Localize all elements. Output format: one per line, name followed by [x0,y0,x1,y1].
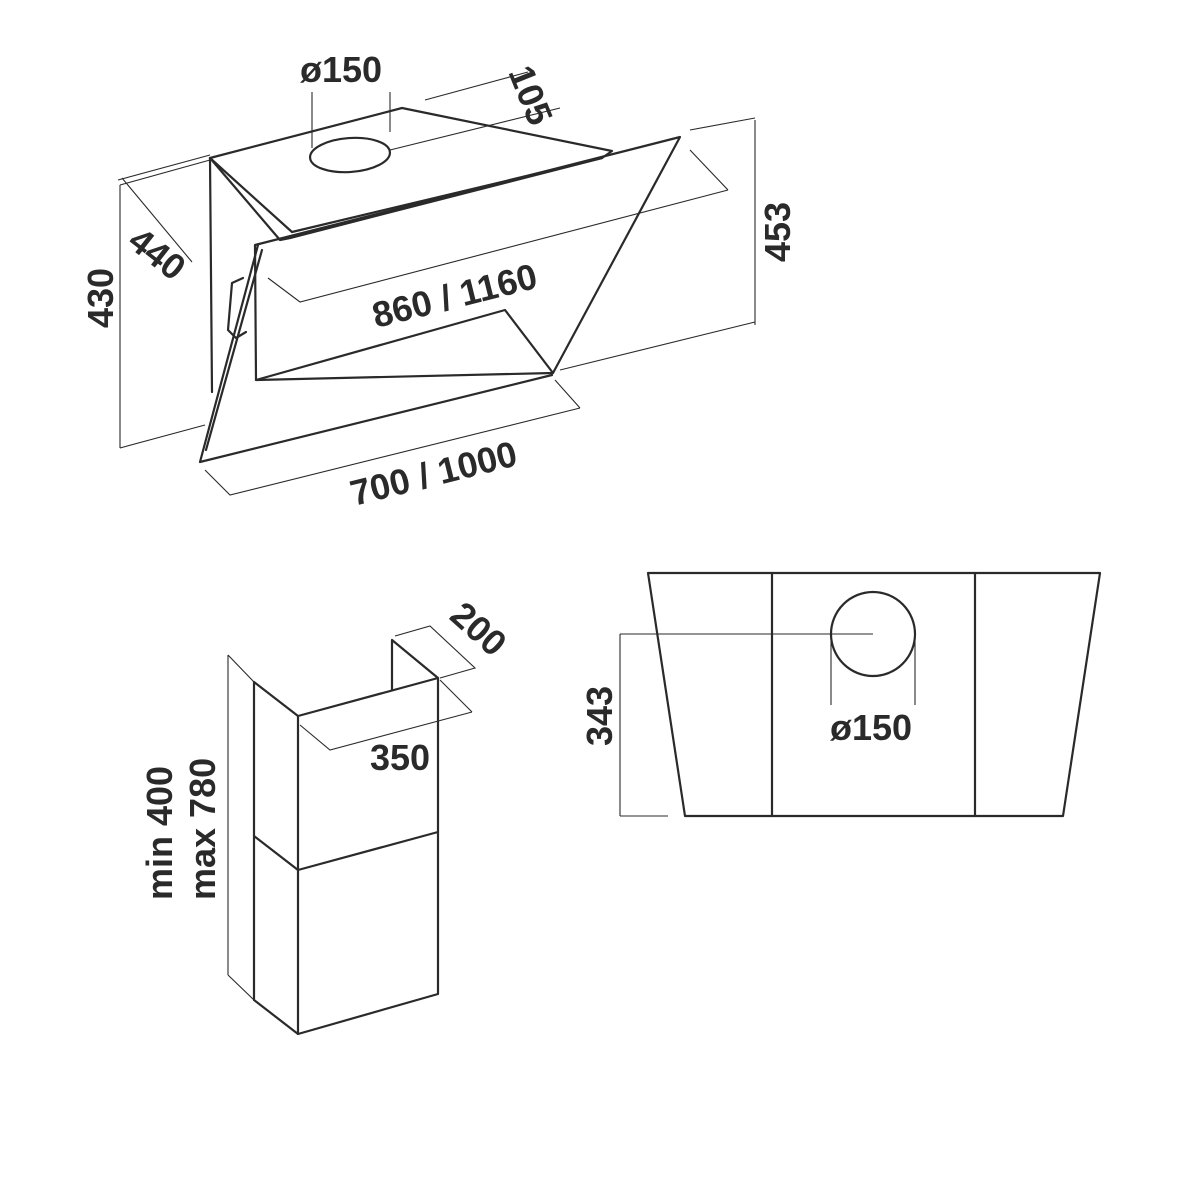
dim-unit-height-lines [559,117,756,371]
hood-top-plate-edge [208,156,604,234]
dim-bottom-width-lines [204,379,581,496]
dim-glass-width-lines [267,149,729,303]
label-duct-height: 343 [579,686,620,746]
hood-bottom-body [198,243,554,464]
hood-side-fold [204,248,264,452]
back-view: 343 ø150 [579,571,1102,818]
back-view-panel-dividers [770,571,977,818]
label-side-depth: 440 [121,219,194,288]
dim-total-height-lines [119,159,211,449]
dim-chimney-depth-lines [394,625,477,679]
label-total-height: 430 [80,268,121,328]
dim-duct-diameter-lines [311,92,391,148]
label-chimney-height-min: min 400 [139,766,180,900]
hood-top-plate [208,106,614,242]
back-view-outline [646,571,1102,818]
dim-depth-top-lines [389,71,561,151]
motor-housing [226,276,248,340]
label-back-duct-diameter: ø150 [830,707,912,748]
dim-back-duct-diameter-lines [830,634,916,705]
label-chimney-height-max: max 780 [182,758,223,900]
dim-chimney-height-lines [227,654,255,1001]
label-chimney-width: 350 [370,737,430,778]
dim-side-depth-lines [117,154,211,263]
label-duct-diameter: ø150 [300,49,382,90]
chimney-back-wall [390,638,440,692]
glass-panel-crease [254,308,555,382]
hood-perspective-view: ø150 105 440 430 860 / 1160 453 700 / 10… [80,49,798,514]
label-chimney-depth: 200 [443,593,515,664]
duct-hole [308,136,392,174]
dim-chimney-width-lines [299,679,473,751]
chimney-view: 200 350 min 400 max 780 [139,593,515,1036]
chimney-upper-section [252,676,440,872]
label-unit-height: 453 [757,202,798,262]
hood-back-edge [208,156,214,394]
chimney-lower-section [252,830,440,1036]
